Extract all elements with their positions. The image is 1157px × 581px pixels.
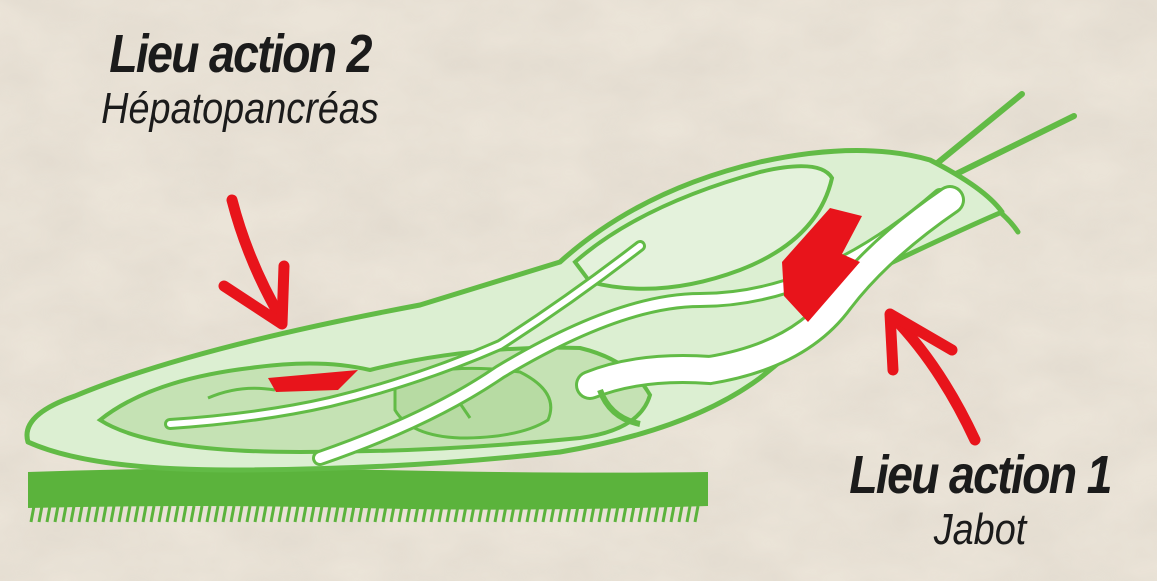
label-action-1: Lieu action 1 Jabot	[790, 445, 1157, 555]
label-action-1-title: Lieu action 1	[817, 445, 1144, 505]
label-action-2: Lieu action 2 Hépatopancréas	[30, 24, 450, 134]
label-action-2-organ: Hépatopancréas	[59, 84, 420, 134]
arrow-action-1	[890, 314, 975, 440]
ground-grass	[28, 468, 708, 522]
arrow-action-2	[224, 200, 284, 324]
label-action-2-title: Lieu action 2	[59, 24, 420, 84]
label-action-1-organ: Jabot	[817, 505, 1144, 555]
